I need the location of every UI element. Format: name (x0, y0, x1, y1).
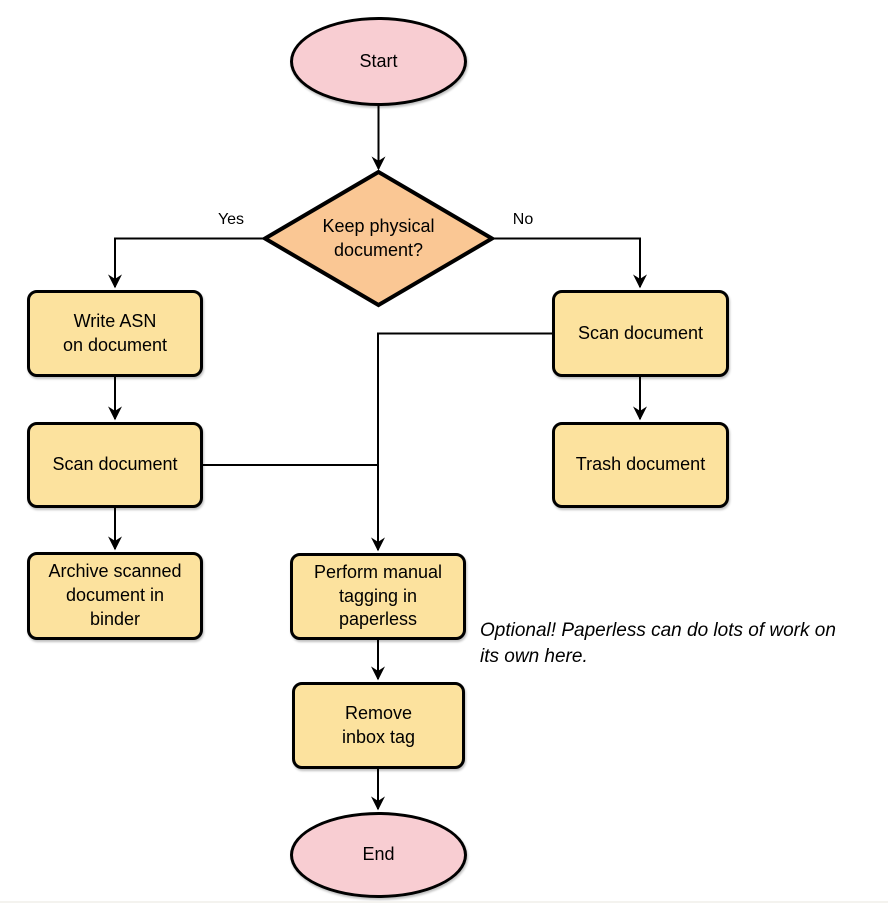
edge-decision-yes-to-write-asn (108, 237, 265, 289)
node-manual-tagging: Perform manual tagging in paperless (290, 553, 466, 640)
node-write-asn: Write ASN on document (27, 290, 203, 377)
node-decision: Keep physical document? (295, 205, 462, 272)
node-write-asn-label: Write ASN on document (62, 310, 168, 355)
node-scan-document-right-label: Scan document (577, 322, 704, 343)
optional-note: Optional! Paperless can do lots of work … (480, 619, 836, 668)
node-end-label: End (362, 844, 395, 865)
edge-label-no: No (497, 211, 549, 229)
node-scan-document-left: Scan document (27, 422, 203, 508)
node-end: End (290, 812, 467, 898)
node-decision-label: Keep physical document? (322, 215, 435, 260)
node-start: Start (290, 17, 467, 106)
node-trash-document: Trash document (552, 422, 729, 508)
node-trash-document-label: Trash document (575, 454, 706, 475)
node-remove-inbox-tag-label: Remove inbox tag (341, 702, 416, 747)
node-archive-binder-label: Archive scanned document in binder (48, 561, 182, 629)
node-scan-document-left-label: Scan document (52, 454, 178, 475)
edge-decision-no-to-scan-right (492, 237, 647, 289)
node-scan-document-right: Scan document (552, 290, 729, 377)
node-start-label: Start (359, 50, 398, 71)
node-archive-binder: Archive scanned document in binder (27, 552, 203, 640)
edge-scan-right-to-tagging (371, 332, 552, 552)
edge-label-yes: Yes (202, 211, 260, 229)
bottom-divider (0, 901, 888, 903)
node-manual-tagging-label: Perform manual tagging in paperless (313, 561, 443, 630)
node-remove-inbox-tag: Remove inbox tag (292, 682, 465, 769)
